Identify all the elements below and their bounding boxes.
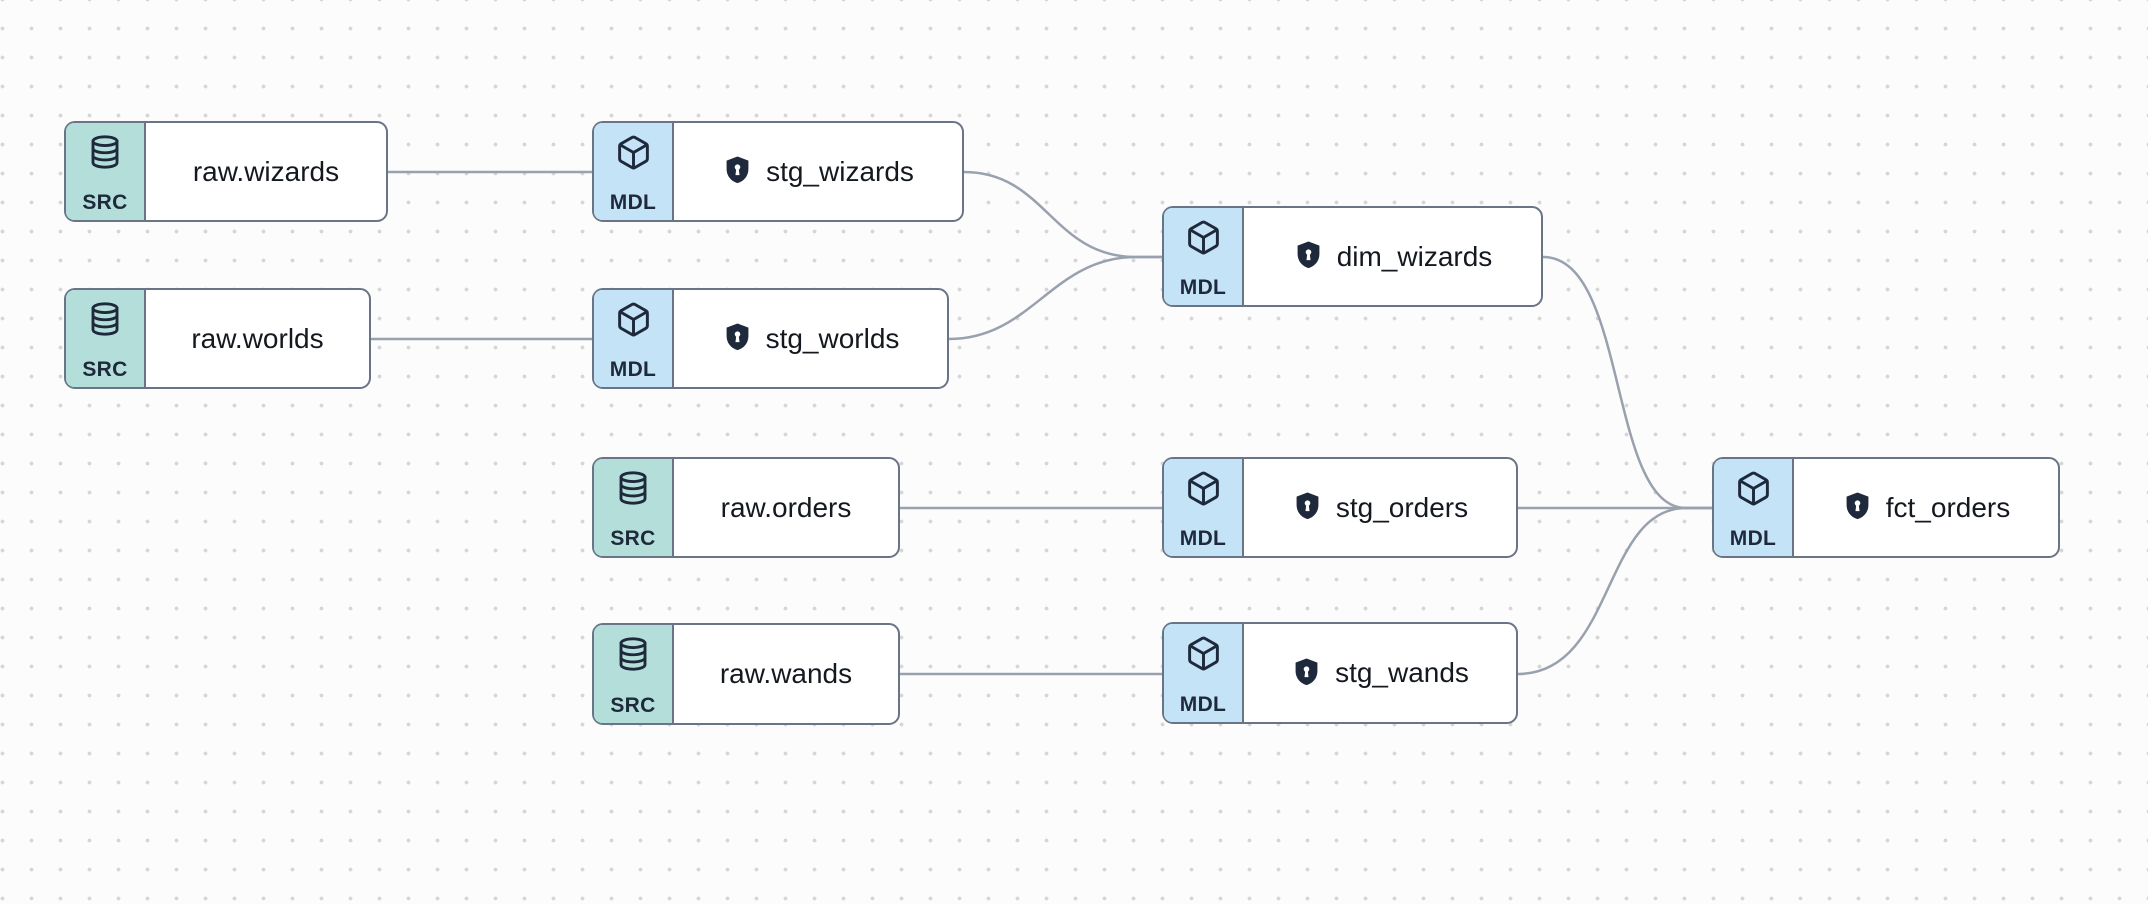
edge-stg_wizards-to-dim_wizards (962, 170, 1164, 259)
node-label: stg_wizards (766, 155, 914, 187)
node-body: stg_worlds (674, 290, 947, 387)
node-type-label: MDL (1179, 693, 1227, 716)
node-type-label: SRC (610, 694, 656, 717)
node-label: raw.orders (720, 491, 852, 523)
shield-lock-icon (722, 155, 753, 188)
node-type-badge: MDL (1164, 208, 1244, 305)
node-type-badge: MDL (594, 123, 674, 220)
node-dim_wizards[interactable]: MDL dim_wizards (1162, 206, 1543, 307)
node-type-badge: MDL (1164, 624, 1244, 722)
node-label: stg_wands (1335, 657, 1469, 688)
node-type-label: SRC (82, 191, 128, 214)
node-type-label: MDL (609, 191, 657, 214)
node-label: fct_orders (1885, 491, 2011, 523)
node-stg_wands[interactable]: MDL stg_wands (1162, 622, 1518, 724)
database-icon (87, 301, 123, 337)
node-label: dim_wizards (1336, 240, 1493, 272)
node-label: stg_orders (1335, 491, 1469, 523)
edge-dim_wizards-to-fct_orders (1541, 255, 1714, 510)
cube-icon (1735, 470, 1772, 507)
node-type-label: MDL (1179, 527, 1227, 550)
cube-icon (1185, 635, 1222, 672)
edge-stg_worlds-to-dim_wizards (947, 255, 1164, 341)
node-type-label: SRC (82, 358, 128, 381)
shield-lock-icon (722, 322, 753, 355)
node-stg_orders[interactable]: MDL stg_orders (1162, 457, 1518, 558)
shield-lock-icon (1292, 491, 1323, 524)
node-type-badge: MDL (1714, 459, 1794, 556)
node-fct_orders[interactable]: MDL fct_orders (1712, 457, 2060, 558)
node-type-badge: MDL (594, 290, 674, 387)
node-body: raw.orders (674, 459, 898, 556)
database-icon (87, 134, 123, 170)
node-type-badge: MDL (1164, 459, 1244, 556)
node-raw.wands[interactable]: SRC raw.wands (592, 623, 900, 725)
node-type-label: MDL (1179, 276, 1227, 299)
cube-icon (1185, 470, 1222, 507)
node-body: dim_wizards (1244, 208, 1541, 305)
node-stg_worlds[interactable]: MDL stg_worlds (592, 288, 949, 389)
node-type-label: MDL (1729, 527, 1777, 550)
node-raw.worlds[interactable]: SRC raw.worlds (64, 288, 371, 389)
shield-lock-icon (1293, 240, 1324, 273)
cube-icon (615, 301, 652, 338)
shield-lock-icon (1291, 657, 1322, 690)
node-raw.wizards[interactable]: SRC raw.wizards (64, 121, 388, 222)
node-body: stg_wands (1244, 624, 1516, 722)
node-body: stg_orders (1244, 459, 1516, 556)
node-type-badge: SRC (66, 123, 146, 220)
node-type-badge: SRC (66, 290, 146, 387)
node-body: stg_wizards (674, 123, 962, 220)
edge-stg_wands-to-fct_orders (1516, 506, 1714, 676)
node-type-label: SRC (610, 527, 656, 550)
shield-lock-icon (1842, 491, 1873, 524)
node-body: raw.worlds (146, 290, 369, 387)
node-label: raw.worlds (191, 322, 324, 354)
node-type-badge: SRC (594, 459, 674, 556)
node-label: raw.wands (719, 658, 853, 689)
database-icon (615, 636, 651, 672)
node-raw.orders[interactable]: SRC raw.orders (592, 457, 900, 558)
node-body: raw.wands (674, 625, 898, 723)
cube-icon (615, 134, 652, 171)
node-body: fct_orders (1794, 459, 2058, 556)
node-label: stg_worlds (765, 322, 900, 354)
node-body: raw.wizards (146, 123, 386, 220)
database-icon (615, 470, 651, 506)
node-stg_wizards[interactable]: MDL stg_wizards (592, 121, 964, 222)
node-type-badge: SRC (594, 625, 674, 723)
node-label: raw.wizards (192, 155, 340, 187)
cube-icon (1185, 219, 1222, 256)
node-type-label: MDL (609, 358, 657, 381)
